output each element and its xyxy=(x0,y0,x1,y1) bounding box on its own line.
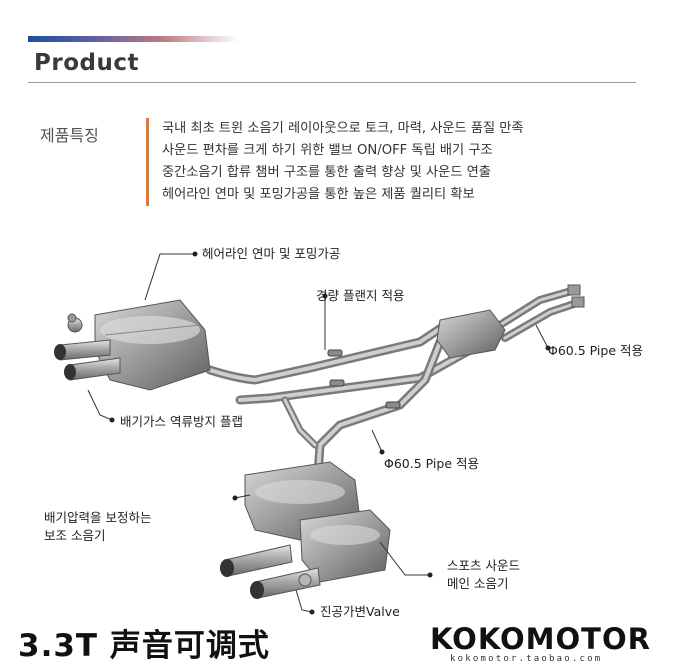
brand-logo: KOKOMOTOR xyxy=(430,622,651,656)
flanges xyxy=(327,349,401,409)
features-label: 제품특징 xyxy=(40,126,99,145)
callout-main-muffler: 스포츠 사운드 메인 소음기 xyxy=(447,557,520,593)
page-title: Product xyxy=(34,50,139,76)
callout-backflow-flap: 배기가스 역류방지 플랩 xyxy=(120,414,243,429)
callout-main-line1: 스포츠 사운드 xyxy=(447,558,520,573)
callout-aux-line1: 배기압력을 보정하는 xyxy=(44,510,152,525)
callout-pipe-mid: Φ60.5 Pipe 적용 xyxy=(384,456,479,471)
features-accent-bar xyxy=(146,118,149,206)
callout-flange: 경량 플랜지 적용 xyxy=(316,288,405,303)
exhaust-system-illustration xyxy=(54,251,585,615)
product-name: 3.3T 声音可调式 xyxy=(18,628,270,664)
front-tips xyxy=(220,544,321,599)
callout-hairline: 헤어라인 연마 및 포밍가공 xyxy=(202,246,341,261)
callout-leaders xyxy=(87,253,549,613)
rear-tips xyxy=(54,339,121,381)
callout-valve: 진공가변Valve xyxy=(320,604,400,619)
feature-item: 국내 최초 트윈 소음기 레이아웃으로 토크, 마력, 사운드 품질 만족 xyxy=(162,121,524,136)
callout-aux-muffler: 배기압력을 보정하는 보조 소음기 xyxy=(44,509,151,545)
feature-item: 중간소음기 합류 챔버 구조를 통한 출력 향상 및 사운드 연출 xyxy=(162,165,491,180)
callout-pipe-top: Φ60.5 Pipe 적용 xyxy=(548,343,643,358)
feature-item: 사운드 편차를 크게 하기 위한 밸브 ON/OFF 독립 배기 구조 xyxy=(162,143,493,158)
title-divider xyxy=(28,82,636,83)
callout-dots xyxy=(109,251,551,615)
main-muffler xyxy=(244,461,391,583)
exhaust-pipes xyxy=(205,286,584,480)
accent-bar xyxy=(28,36,238,42)
center-resonator xyxy=(436,284,585,359)
features-list: 국내 최초 트윈 소음기 레이아웃으로 토크, 마력, 사운드 품질 만족 사운… xyxy=(162,118,524,206)
brand-url: kokomotor.taobao.com xyxy=(450,654,603,664)
rear-twin-muffler xyxy=(67,299,211,391)
callout-aux-line2: 보조 소음기 xyxy=(44,528,106,543)
callout-main-line2: 메인 소음기 xyxy=(447,576,509,591)
feature-item: 헤어라인 연마 및 포밍가공을 통한 높은 제품 퀄리티 확보 xyxy=(162,187,475,202)
